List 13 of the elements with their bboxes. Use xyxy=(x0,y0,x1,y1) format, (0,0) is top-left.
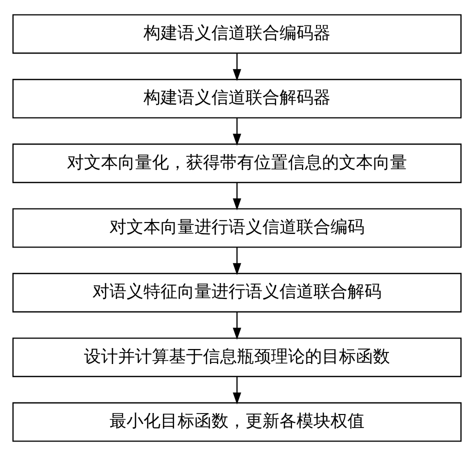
node-box: 最小化目标函数，更新各模块权值 xyxy=(12,402,462,442)
arrow xyxy=(232,182,242,210)
arrow xyxy=(232,53,242,82)
arrow xyxy=(232,247,242,276)
node-box: 构建语义信道联合解码器 xyxy=(12,78,462,118)
arrow xyxy=(232,312,242,340)
node-box: 设计并计算基于信息瓶颈理论的目标函数 xyxy=(12,338,462,378)
node-box: 构建语义信道联合编码器 xyxy=(12,14,462,54)
node-box: 对文本向量化，获得带有位置信息的文本向量 xyxy=(12,144,462,184)
arrow xyxy=(232,376,242,404)
node-box: 对语义特征向量进行语义信道联合解码 xyxy=(12,272,462,312)
arrow xyxy=(232,118,242,146)
node-box: 对文本向量进行语义信道联合编码 xyxy=(12,208,462,248)
